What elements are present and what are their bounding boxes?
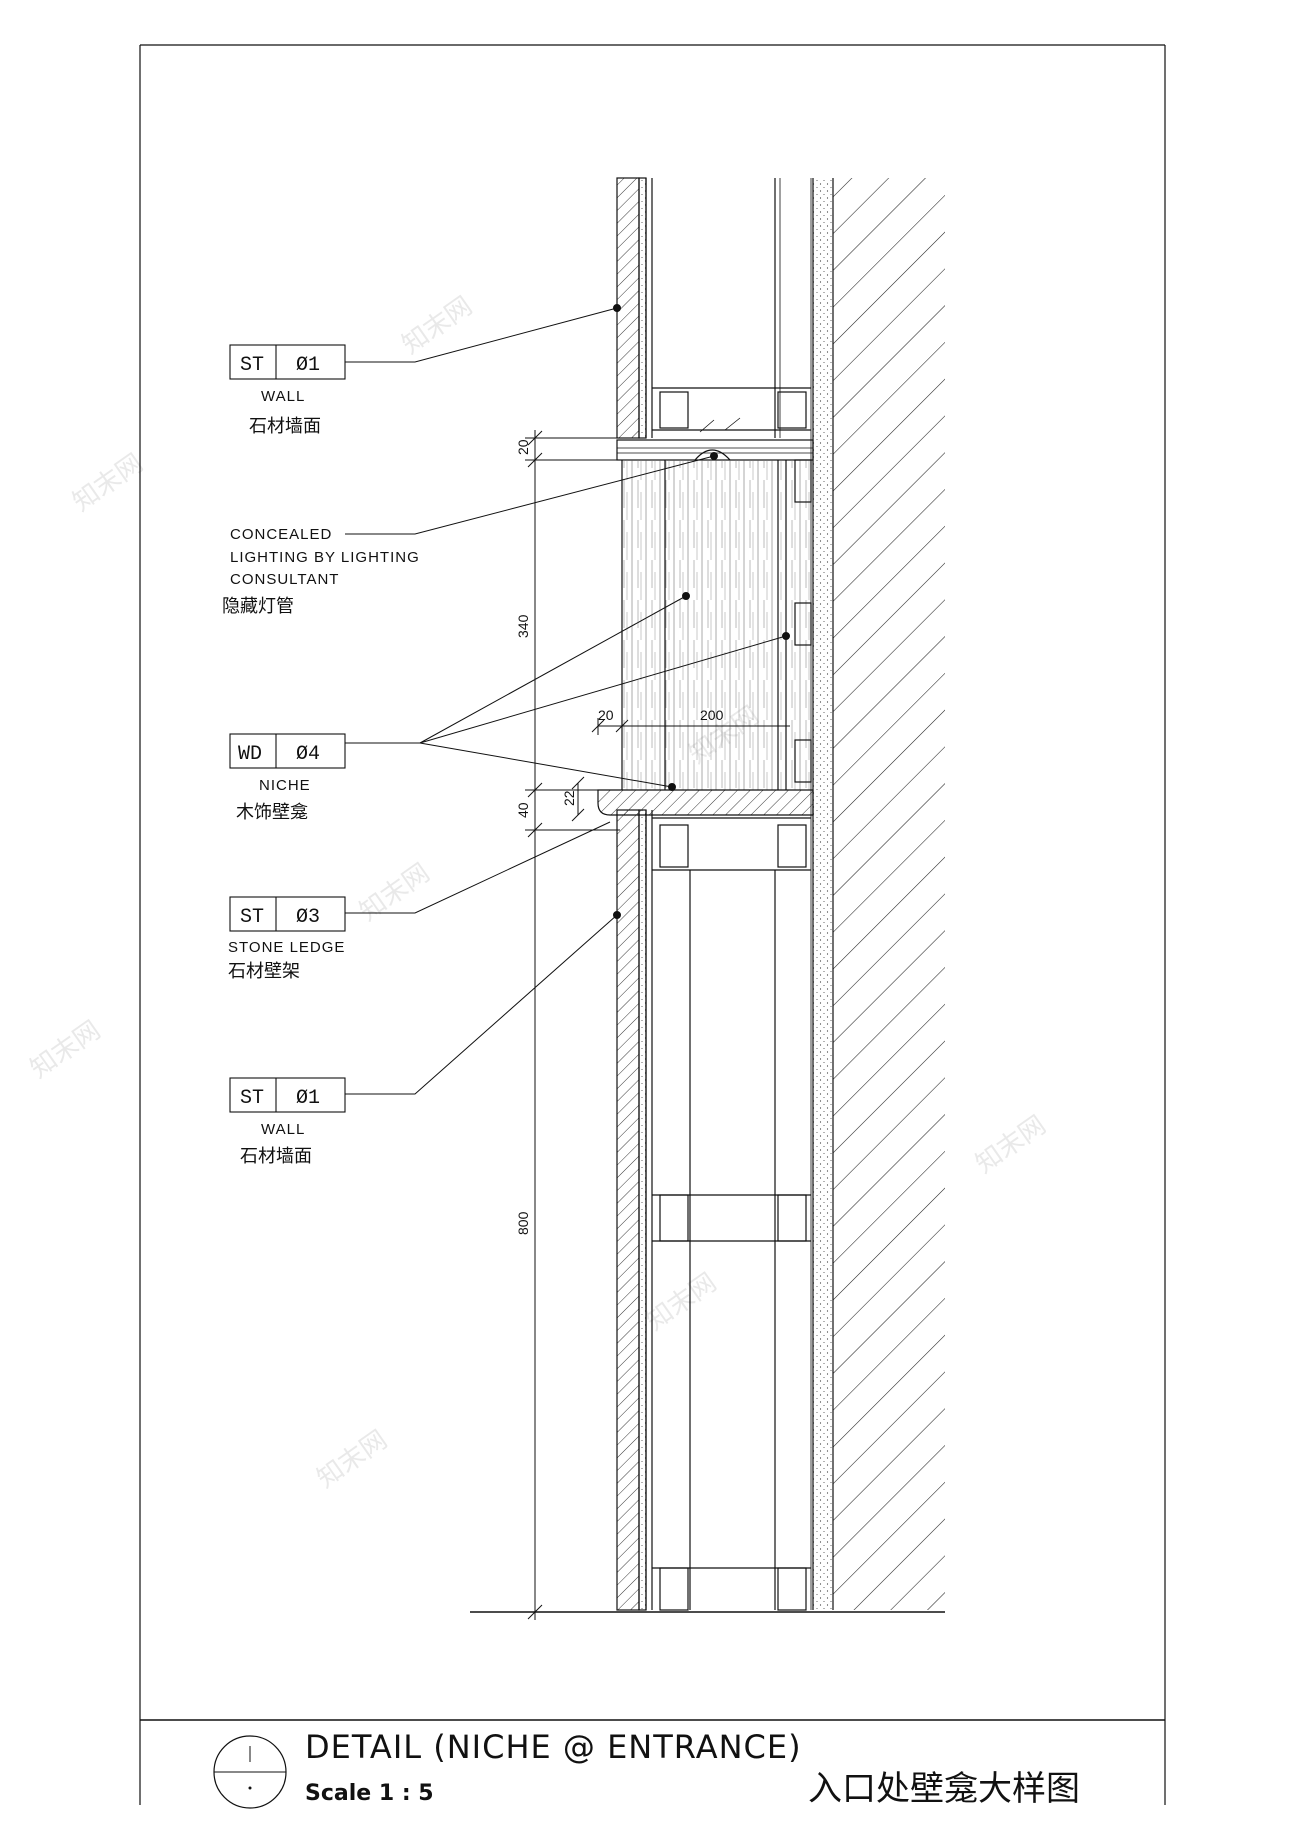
tag-wd04: WD Ø4 NICHE 木饰壁龛 [229, 733, 346, 823]
tag-code: ST [240, 906, 264, 929]
note-line-2: LIGHTING BY LIGHTING [230, 549, 420, 566]
dim-40: 40 [515, 802, 531, 818]
dimensions [525, 430, 790, 1620]
detail-symbol [213, 1735, 287, 1809]
dim-340: 340 [515, 614, 531, 638]
structural-wall [833, 178, 945, 1610]
dim-20-horizontal: 20 [598, 707, 614, 723]
leader-lines [345, 304, 790, 1095]
tag-st01-upper: ST Ø1 WALL 石材墙面 [229, 344, 346, 437]
wall-section [470, 177, 945, 1613]
note-concealed-lighting: CONCEALED LIGHTING BY LIGHTING CONSULTAN… [222, 526, 420, 617]
watermark: 知末网 [68, 448, 149, 517]
tag-number: Ø1 [296, 354, 320, 377]
tag-st01-lower: ST Ø1 WALL 石材墙面 [229, 1077, 346, 1167]
note-line-1: CONCEALED [230, 526, 332, 543]
tag-label-en: WALL [261, 1121, 305, 1138]
dim-22: 22 [561, 790, 577, 806]
watermark: 知末网 [397, 291, 478, 360]
watermark: 知末网 [312, 1425, 393, 1494]
drawing-title-cn: 入口处壁龛大样图 [808, 1769, 1080, 1809]
tag-label-en: WALL [261, 388, 305, 405]
tag-st03: ST Ø3 STONE LEDGE 石材壁架 [228, 896, 346, 982]
wood-niche-box [622, 460, 812, 790]
note-label-cn: 隐藏灯管 [222, 596, 294, 617]
tag-number: Ø1 [296, 1087, 320, 1110]
tag-label-en: STONE LEDGE [228, 939, 345, 956]
dim-200: 200 [700, 707, 724, 723]
plaster-layer [813, 178, 833, 1610]
tag-label-cn: 石材墙面 [249, 416, 321, 437]
watermark: 知末网 [970, 1110, 1051, 1179]
tag-code: ST [240, 1087, 264, 1110]
tag-number: Ø3 [296, 906, 320, 929]
note-line-3: CONSULTANT [230, 571, 339, 588]
tag-label-cn: 木饰壁龛 [236, 802, 308, 823]
tag-code: ST [240, 354, 264, 377]
drawing-title: DETAIL (NICHE @ ENTRANCE) [305, 1728, 802, 1766]
stone-face-lower [616, 809, 640, 1611]
drawing-scale: Scale 1 : 5 [305, 1781, 434, 1806]
watermark: 知末网 [354, 858, 435, 927]
tag-label-cn: 石材壁架 [228, 961, 300, 982]
tag-label-cn: 石材墙面 [240, 1146, 312, 1167]
dim-800: 800 [515, 1211, 531, 1235]
stone-ledge [597, 789, 814, 816]
watermark: 知末网 [25, 1015, 106, 1084]
watermark: 知末网 [641, 1268, 722, 1337]
tag-number: Ø4 [296, 743, 320, 766]
tag-code: WD [238, 743, 262, 766]
dim-20-top: 20 [515, 439, 531, 455]
sheet-frame [139, 44, 1166, 1805]
tag-label-en: NICHE [259, 777, 311, 794]
